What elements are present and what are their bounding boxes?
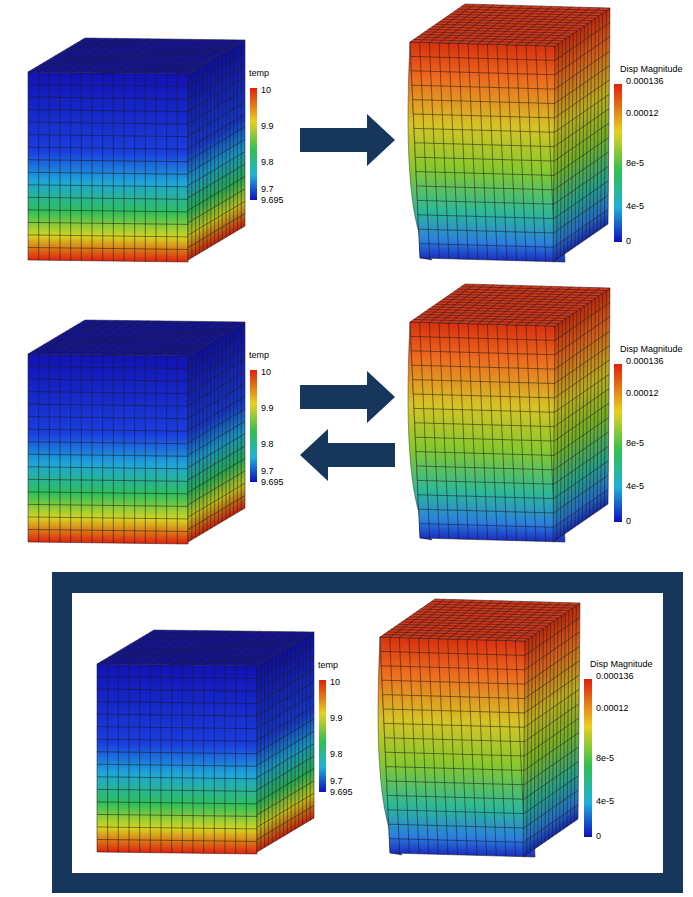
colorbar-tick: 10 [330,677,340,687]
colorbar-tick: 4e-5 [626,201,644,211]
colorbar-tick: 10 [261,367,271,377]
colorbar-tick: 9.9 [330,713,343,723]
coupling-arrow [300,371,395,423]
frame-inner [72,593,663,873]
temperature-plot: temp 10 9.9 9.8 9.79.695 [28,36,300,264]
displacement-plot: Disp Magnitude 0.000136 0.00012 8e-5 4e-5 0 [395,0,691,264]
colorbar-tick: 0.000136 [596,671,634,681]
monolithic-frame: temp 10 9.9 9.8 9.79.695 Disp Magnitude 0.0001… [52,572,683,893]
colorbar-tick: 10 [261,85,271,95]
colorbar-tick: 0.00012 [626,388,659,398]
colorbar-title: Disp Magnitude [620,64,683,74]
coupling-arrow [300,429,395,481]
colorbar-title: Disp Magnitude [620,344,683,354]
colorbar-tick: 8e-5 [626,158,644,168]
temperature-cube [28,320,257,544]
temperature-plot: temp 10 9.9 9.8 9.79.695 [28,318,300,546]
temperature-cube [28,38,257,262]
colorbar-title: temp [318,660,338,670]
colorbar-tick: 9.695 [261,477,284,487]
displacement-cube [408,284,622,542]
colorbar-tick: 0 [596,831,601,841]
colorbar-tick: 4e-5 [626,481,644,491]
colorbar-title: temp [249,350,269,360]
colorbar-tick: 0.00012 [626,108,659,118]
colorbar-tick: 0.000136 [626,356,664,366]
colorbar-tick: 0 [626,516,631,526]
colorbar-tick: 9.8 [261,439,274,449]
displacement-cube [408,4,622,262]
coupling-arrow [300,114,395,166]
colorbar-tick: 9.8 [261,157,274,167]
colorbar-tick: 8e-5 [626,438,644,448]
displacement-plot: Disp Magnitude 0.000136 0.00012 8e-5 4e-5 0 [365,595,661,859]
colorbar-title: temp [249,68,269,78]
colorbar-tick: 9.7 [330,776,343,786]
colorbar-tick: 8e-5 [596,753,614,763]
displacement-plot: Disp Magnitude 0.000136 0.00012 8e-5 4e-5 0 [395,280,691,544]
colorbar-tick: 9.695 [261,195,284,205]
colorbar-tick: 0 [626,236,631,246]
colorbar-title: Disp Magnitude [590,659,653,669]
colorbar-tick: 4e-5 [596,796,614,806]
displacement-cube [378,599,592,857]
colorbar-tick: 9.7 [261,184,274,194]
colorbar-tick: 0.00012 [596,703,629,713]
colorbar-tick: 0.000136 [626,76,664,86]
temperature-cube [97,630,326,854]
frame-border [52,572,683,893]
colorbar-tick: 9.9 [261,403,274,413]
colorbar-tick: 9.8 [330,749,343,759]
colorbar-tick: 9.9 [261,121,274,131]
temperature-plot: temp 10 9.9 9.8 9.79.695 [97,628,369,856]
colorbar-tick: 9.7 [261,466,274,476]
colorbar-tick: 9.695 [330,787,353,797]
